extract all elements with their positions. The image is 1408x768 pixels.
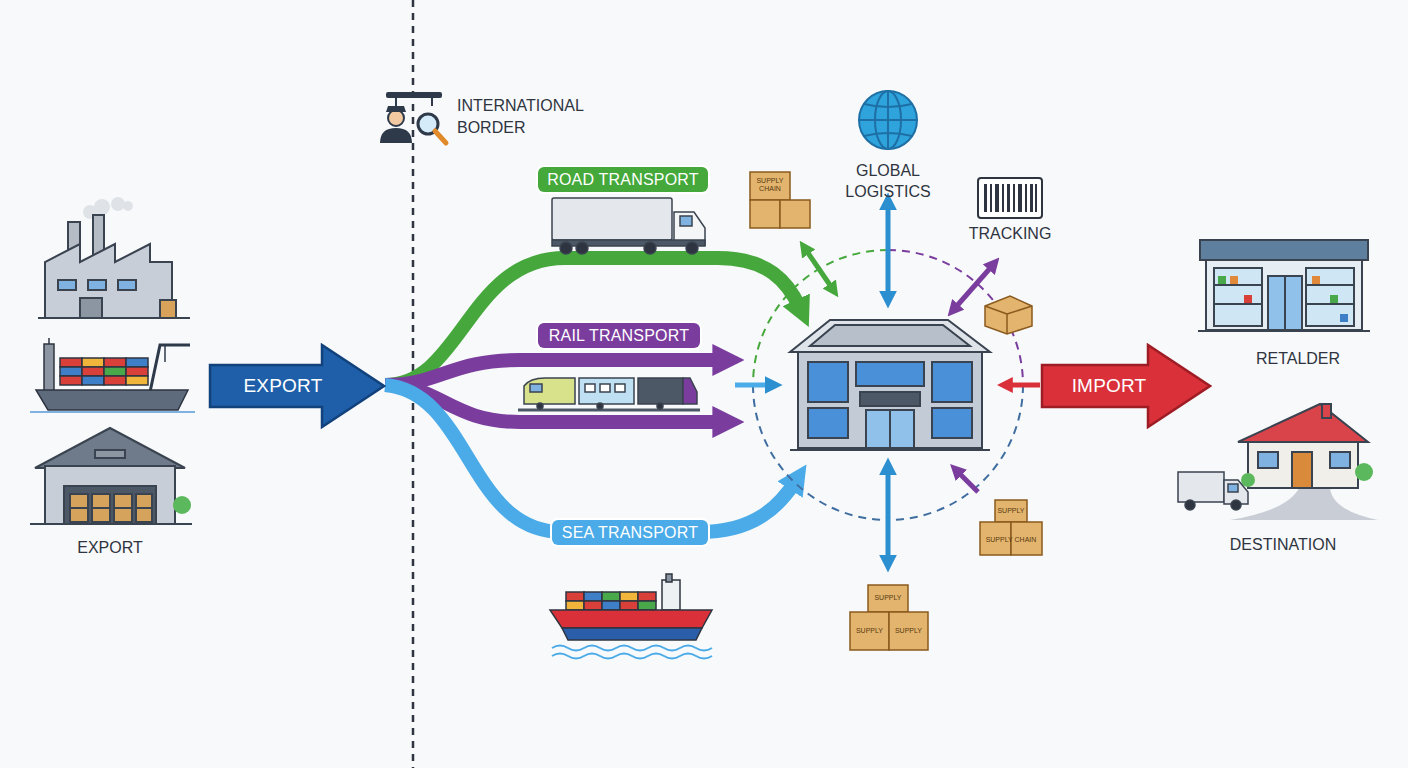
barcode-icon [978,178,1042,218]
train [518,378,700,410]
export-arrow: EXPORT [208,343,386,429]
icon-label: GLOBAL LOGISTICS [828,160,948,202]
delivery-van [1178,472,1248,510]
rail-pill: RAIL TRANSPORT [538,323,700,348]
hub-arrows [735,205,1040,560]
customs-icon [380,92,446,143]
globe-icon [859,91,917,149]
box-label: SUPPLY CHAIN [982,536,1040,544]
box-label: SUPPLY CHAIN [753,177,787,193]
cargo-ship [30,338,195,412]
node-text: SEA TRANSPORT [562,524,698,542]
sea-pill: SEA TRANSPORT [552,520,708,545]
node-text: EXPORT [244,375,323,397]
transport-routes [385,258,800,532]
warehouse [30,428,192,524]
truck [552,198,705,254]
retail-store [1198,240,1370,331]
box-label: SUPPLY [850,627,889,635]
cardboard-boxes [750,172,1042,650]
import-arrow: IMPORT [1040,343,1212,429]
node-text: ROAD TRANSPORT [547,171,699,189]
box-label: SUPPLY [868,594,908,602]
destination-house [1230,404,1378,520]
box-label: SUPPLY [995,507,1027,515]
place-label: DESTINATION [1213,535,1353,554]
place-label: EXPORT [50,538,170,557]
arrow-outline [210,345,384,427]
logistics-hub [790,320,990,450]
road-pill: ROAD TRANSPORT [538,167,708,192]
factory [38,197,190,318]
node-text: IMPORT [1072,375,1147,397]
place-label: RETALDER [1228,349,1368,368]
arrow-outline [1042,345,1210,427]
container-ship [550,574,712,659]
node-text: RAIL TRANSPORT [549,327,689,345]
icon-label: TRACKING [950,224,1070,243]
border-label: INTERNATIONAL BORDER [457,95,607,139]
box-label: SUPPLY [889,627,928,635]
